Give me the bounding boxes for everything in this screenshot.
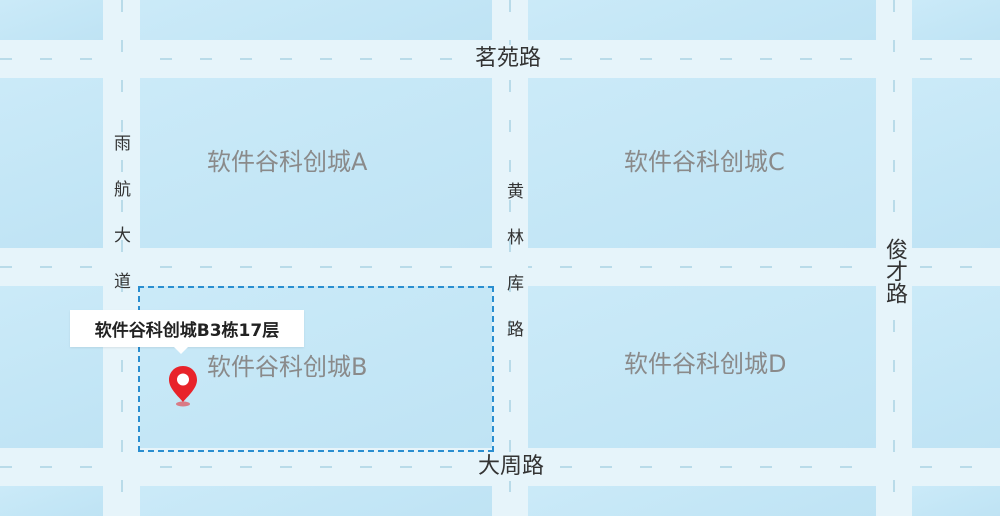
block-a[interactable] bbox=[140, 78, 492, 248]
map-block bbox=[912, 0, 1000, 40]
location-callout: 软件谷科创城B3栋17层 bbox=[70, 310, 304, 354]
map-block bbox=[912, 286, 1000, 448]
block-label-b: 软件谷科创城B bbox=[207, 353, 368, 381]
map-block bbox=[528, 0, 876, 40]
road-label-middle: 黄林库路 bbox=[503, 182, 523, 366]
highlighted-area bbox=[138, 286, 494, 452]
map-block bbox=[528, 486, 876, 516]
road-label-top: 茗苑路 bbox=[471, 45, 546, 73]
map-block bbox=[912, 78, 1000, 248]
location-pin-icon[interactable] bbox=[166, 364, 200, 408]
block-c[interactable] bbox=[528, 78, 876, 248]
map-block bbox=[0, 0, 103, 40]
road-left bbox=[103, 0, 140, 516]
road-label-left: 雨航大道路 bbox=[110, 134, 130, 364]
map-block bbox=[912, 486, 1000, 516]
map-block bbox=[140, 486, 492, 516]
block-label-c: 软件谷科创城C bbox=[624, 148, 785, 176]
road-label-bottom: 大周路 bbox=[474, 453, 549, 481]
block-d[interactable] bbox=[528, 286, 876, 448]
road-label-right: 俊才路 bbox=[882, 236, 907, 306]
map-block bbox=[0, 78, 103, 248]
location-callout-text: 软件谷科创城B3栋17层 bbox=[94, 321, 280, 341]
block-label-d: 软件谷科创城D bbox=[624, 350, 787, 378]
map-block bbox=[0, 486, 103, 516]
block-label-a: 软件谷科创城A bbox=[207, 148, 368, 176]
road-middle bbox=[492, 0, 528, 516]
map-block bbox=[140, 0, 492, 40]
